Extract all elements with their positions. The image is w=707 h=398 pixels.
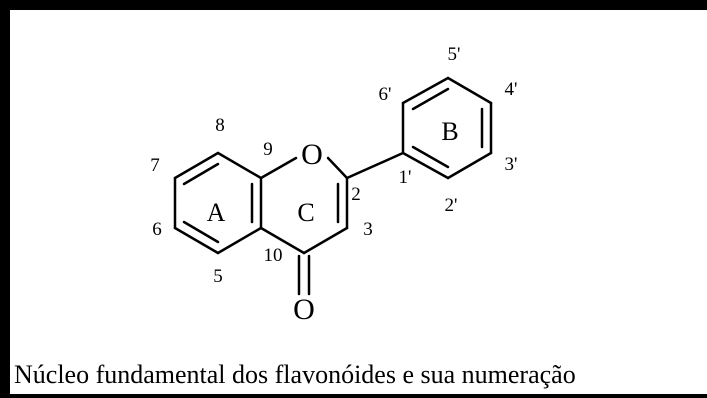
bond-2p-1p-inner [411,145,450,169]
bond-6p-5p [401,76,450,105]
position-6-prime: 6' [379,84,392,105]
position-3-prime: 3' [505,154,518,175]
bond-2p-1p [401,151,450,180]
position-3: 3 [363,219,373,240]
bond-3p-2p [446,151,493,180]
bond-4-10 [259,226,306,255]
bond-6-5-inner [182,220,220,244]
bond-9-O1 [259,156,298,180]
bond-6p-5p-inner [411,87,450,111]
bond-O1-2 [326,156,349,180]
ring-c-label: C [297,198,314,227]
ring-oxygen-label: O [301,138,323,171]
position-5-prime: 5' [448,44,461,65]
position-2-prime: 2' [445,195,458,216]
carbonyl-oxygen-label: O [293,293,315,326]
position-2: 2 [351,184,361,205]
position-7: 7 [150,155,160,176]
bond-5-10 [216,226,263,255]
bond-6-5 [173,226,220,255]
position-6: 6 [152,219,162,240]
bond-9-8 [216,151,263,180]
ring-b-label: B [441,117,458,146]
bonds [173,76,493,296]
bond-8-7-inner [182,162,220,186]
position-8: 8 [215,115,225,136]
bond-3-4 [302,226,349,255]
position-9: 9 [263,139,273,160]
position-5: 5 [213,266,223,287]
position-4-prime: 4' [505,79,518,100]
bond-5p-4p [446,76,493,105]
bond-8-7 [173,151,220,180]
position-10: 10 [264,245,283,266]
ring-a-label: A [207,198,226,227]
bond-2-1p [345,151,405,180]
position-1-prime: 1' [399,167,412,188]
figure-caption: Núcleo fundamental dos flavonóides e sua… [14,360,576,389]
